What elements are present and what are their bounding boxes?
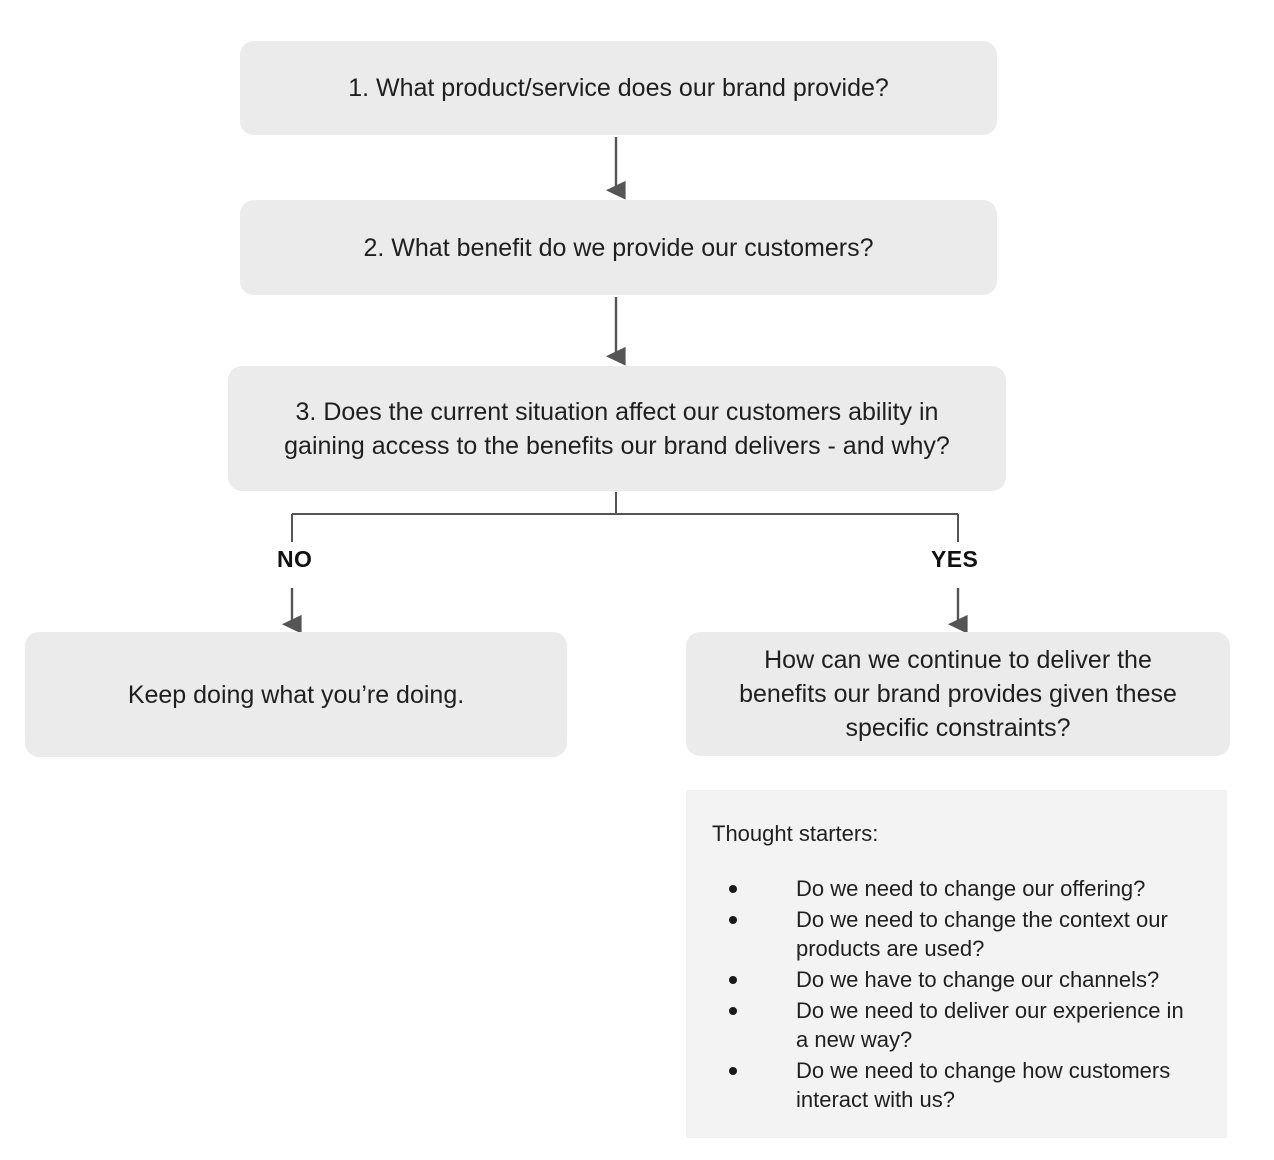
list-item: Do we have to change our channels?	[712, 965, 1201, 994]
list-item-text: Do we need to change how customers inter…	[796, 1058, 1171, 1112]
question-box-3[interactable]: 3. Does the current situation affect our…	[228, 366, 1006, 491]
list-item-text: Do we need to change the context our pro…	[796, 907, 1168, 961]
question-box-1[interactable]: 1. What product/service does our brand p…	[240, 41, 997, 135]
thought-starters-panel: Thought starters: Do we need to change o…	[686, 790, 1227, 1138]
list-item-text: Do we have to change our channels?	[796, 967, 1160, 992]
outcome-box-yes-text: How can we continue to deliver the benef…	[739, 646, 1177, 742]
bullet-icon	[729, 1067, 737, 1075]
question-box-2-text: 2. What benefit do we provide our custom…	[363, 233, 874, 262]
question-box-2[interactable]: 2. What benefit do we provide our custom…	[240, 200, 997, 295]
list-item: Do we need to change our offering?	[712, 874, 1201, 903]
list-item: Do we need to deliver our experience in …	[712, 996, 1201, 1054]
thought-starters-title: Thought starters:	[712, 821, 879, 846]
list-item: Do we need to change the context our pro…	[712, 905, 1201, 963]
bullet-icon	[729, 976, 737, 984]
bullet-icon	[729, 916, 737, 924]
list-item-text: Do we need to deliver our experience in …	[796, 998, 1184, 1052]
outcome-box-no-text: Keep doing what you’re doing.	[127, 680, 465, 709]
question-box-1-text: 1. What product/service does our brand p…	[348, 74, 889, 102]
outcome-box-yes[interactable]: How can we continue to deliver the benef…	[686, 632, 1230, 756]
thought-starters-list: Do we need to change our offering? Do we…	[712, 874, 1201, 1114]
list-item: Do we need to change how customers inter…	[712, 1056, 1201, 1114]
question-box-3-text: 3. Does the current situation affect our…	[284, 397, 950, 460]
branch-label-yes: YES	[931, 546, 979, 572]
branch-label-no: NO	[277, 546, 313, 572]
bullet-icon	[729, 1007, 737, 1015]
bullet-icon	[729, 885, 737, 893]
outcome-box-no[interactable]: Keep doing what you’re doing.	[25, 632, 567, 757]
list-item-text: Do we need to change our offering?	[796, 876, 1146, 901]
